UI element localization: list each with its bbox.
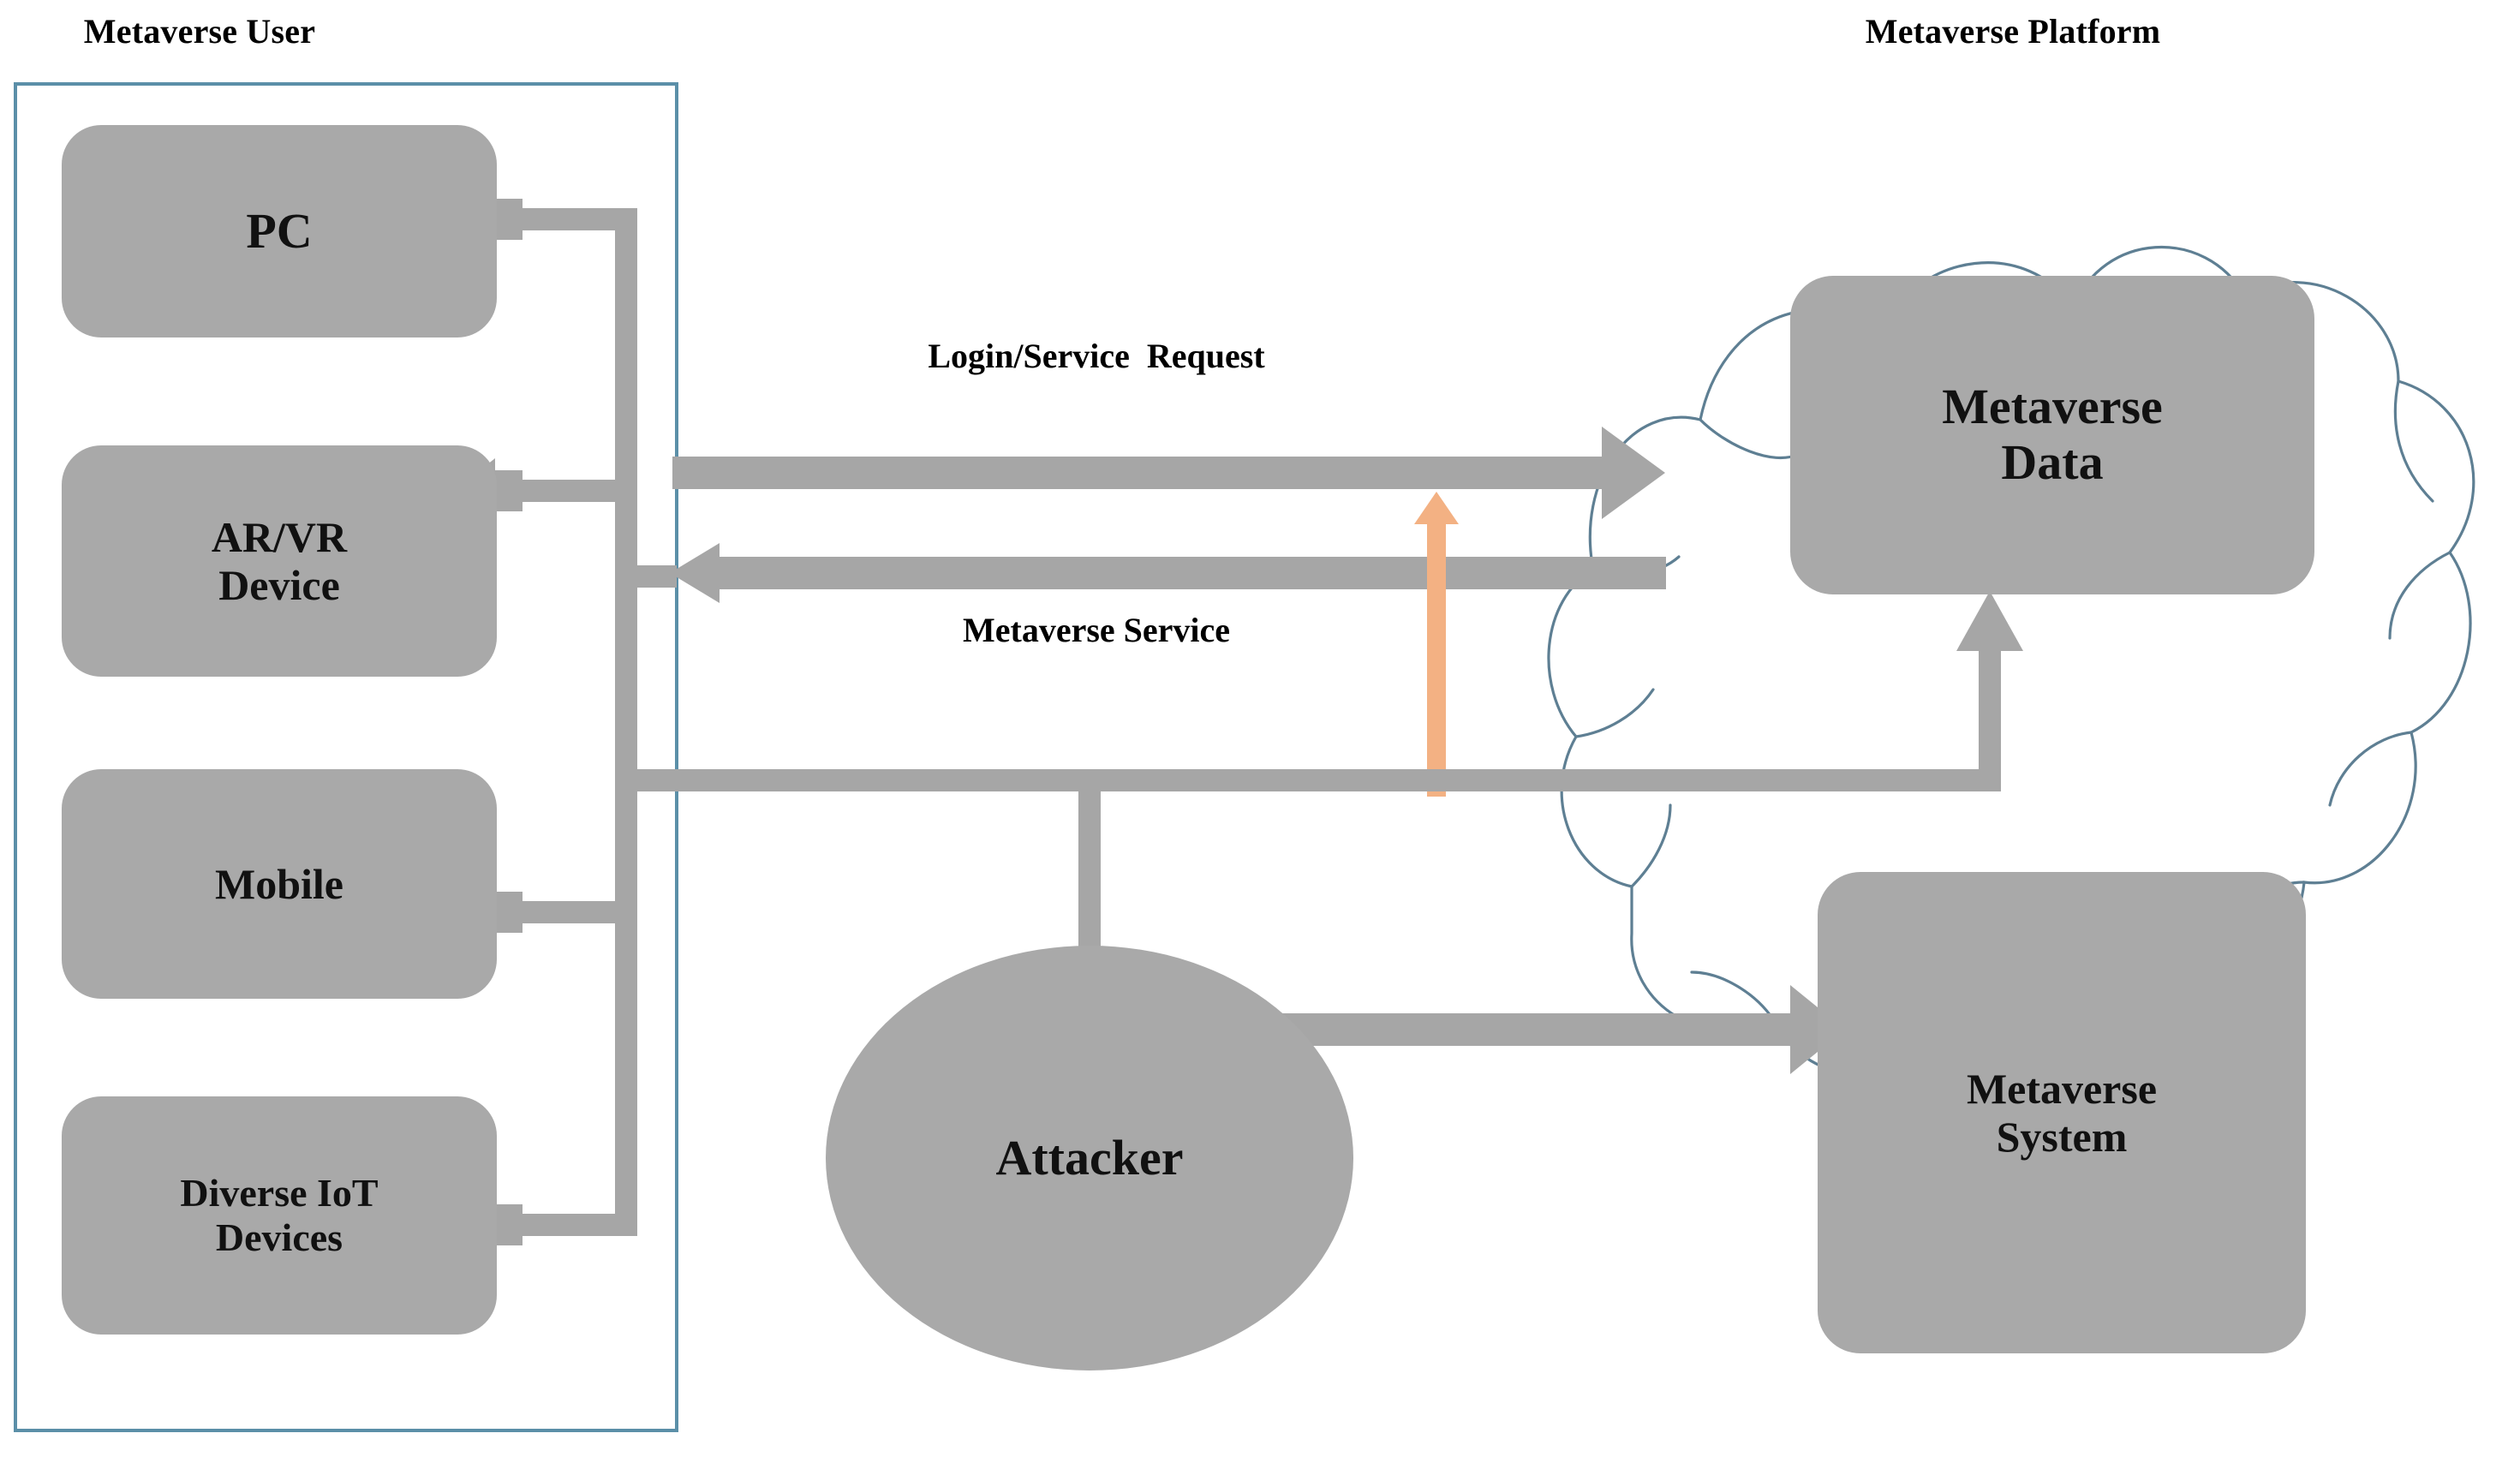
attacker-to-data-path [625, 591, 2023, 955]
platform-node-metaverse-system[interactable]: Metaverse System [1966, 1065, 2158, 1161]
edge-label-metaverse-service: Metaverse Service [962, 611, 1231, 649]
attacker-injection-arrow [1414, 492, 1459, 797]
service-distribution-bus [523, 208, 677, 1236]
actor-node-attacker[interactable]: Attacker [995, 1129, 1184, 1185]
device-node-iot[interactable]: Diverse IoT Devices [180, 1171, 379, 1259]
metaverse-platform-title: Metaverse Platform [1865, 12, 2161, 51]
platform-node-metaverse-data[interactable]: Metaverse Data [1942, 379, 2163, 490]
login-service-request-arrow [672, 427, 1665, 519]
metaverse-user-title: Metaverse User [83, 12, 316, 51]
attacker-node [826, 946, 1353, 1370]
user-device-boxes [62, 125, 497, 1335]
metaverse-service-arrow [670, 543, 1666, 603]
device-node-pc[interactable]: PC [246, 202, 313, 259]
edge-label-login-service-request: Login/Service Request [928, 337, 1265, 375]
metaverse-user-frame [14, 82, 678, 1432]
attacker-to-system-arrow [1276, 985, 1845, 1074]
device-node-mobile[interactable]: Mobile [215, 860, 343, 908]
platform-node-boxes [1790, 276, 2314, 1353]
device-node-arvr[interactable]: AR/VR Device [211, 513, 348, 609]
